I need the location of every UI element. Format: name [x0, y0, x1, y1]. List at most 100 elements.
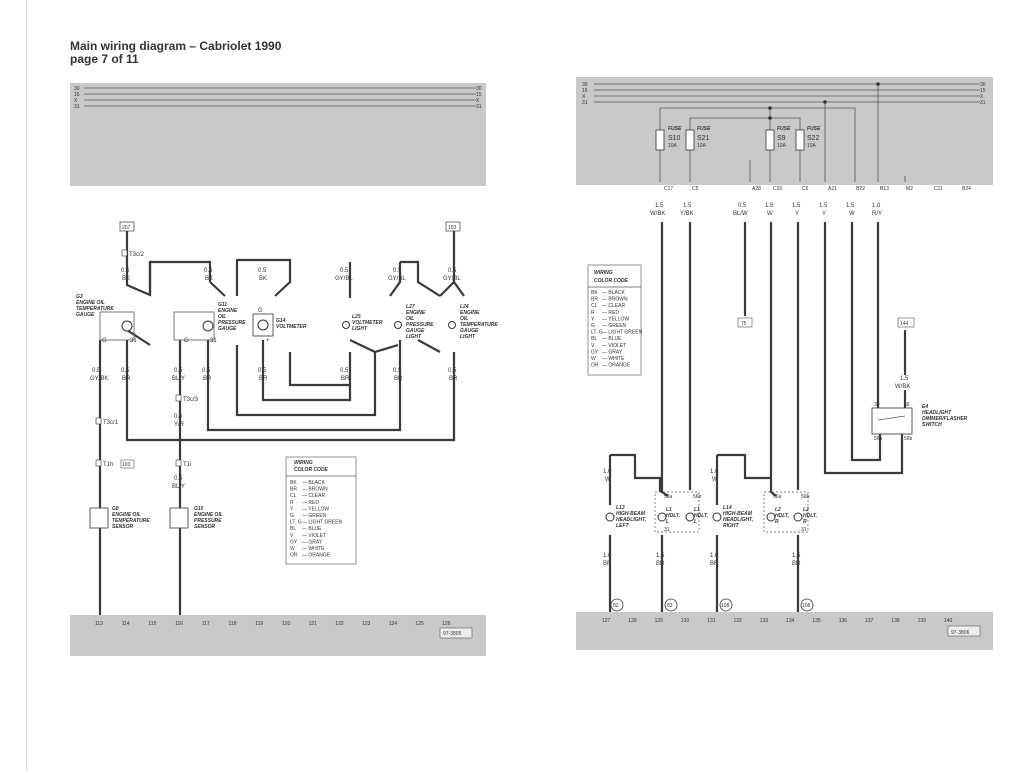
section-number: 121 [309, 621, 318, 627]
l2-label: L2 HDLT, R L2 HDLT, R [775, 507, 817, 525]
wire-color: W [767, 211, 773, 217]
color-code-name: — GRAY [302, 539, 323, 545]
color-code-name: — GRAY [602, 349, 623, 355]
bus-label: 30 [476, 86, 482, 92]
svg-text:HEADLIGHT: HEADLIGHT [922, 410, 952, 416]
wire-gauge: 0.5 [92, 368, 101, 374]
svg-text:S21: S21 [697, 135, 710, 142]
section-number: 118 [229, 621, 237, 627]
color-code-abbr: BL [591, 336, 597, 342]
svg-text:ENGINE: ENGINE [218, 308, 238, 314]
wire-color: BK [259, 276, 267, 282]
color-code-abbr: LT. G [290, 520, 302, 526]
connector-codes: C17 C5 A28 C16 C6 A21 B22 B13 M2 C11 B24 [664, 186, 971, 192]
svg-text:SENSOR: SENSOR [112, 524, 134, 530]
svg-text:C16: C16 [773, 186, 782, 192]
left-bottom-band [70, 615, 486, 656]
right-bus-band [576, 77, 993, 185]
svg-text:S9: S9 [777, 135, 786, 142]
section-number: 136 [839, 618, 848, 624]
wire-color: Y/R [174, 422, 185, 428]
g8-label: G8 ENGINE OIL TEMPERATURE SENSOR [112, 506, 150, 530]
svg-text:82: 82 [613, 603, 619, 609]
section-number: 117 [202, 621, 210, 627]
wire-gauge: 0.5 [258, 268, 267, 274]
color-code-abbr: R [591, 310, 595, 316]
pin-label: 56b [904, 436, 913, 442]
section-number: 119 [255, 621, 263, 627]
ref-box-103 [120, 459, 135, 469]
g10-label: G10 ENGINE OIL PRESSURE SENSOR [194, 506, 223, 530]
svg-text:SWITCH: SWITCH [922, 422, 942, 428]
section-number: 128 [628, 618, 637, 624]
wire-color: W/BK [650, 211, 665, 217]
wire-gauge: 1.5 [655, 203, 664, 209]
left-bus-lines [84, 87, 476, 107]
svg-text:HDLT,: HDLT, [694, 513, 708, 519]
color-code-name: — ORANGE [602, 363, 631, 369]
section-number: 137 [865, 618, 874, 624]
svg-text:HIGH-BEAM: HIGH-BEAM [616, 511, 646, 517]
color-code-name: — CLEAR [602, 303, 625, 309]
wire-gauge: 0.5 [202, 368, 211, 374]
g8-sensor-box [89, 507, 109, 529]
ground-ref-icon [719, 598, 733, 612]
connector-icon [175, 459, 182, 467]
svg-text:LIGHT: LIGHT [460, 334, 476, 340]
svg-text:B24: B24 [962, 186, 971, 192]
section-number: 133 [760, 618, 769, 624]
color-code-name: — BROWN [602, 297, 628, 303]
bus-label: 31 [74, 104, 80, 110]
fuse-icon [795, 129, 805, 151]
svg-text:ENGINE: ENGINE [406, 310, 426, 316]
pin-label: G [258, 308, 263, 314]
wire-color: BR [449, 376, 458, 382]
color-code-abbr: V [591, 343, 595, 349]
svg-text:FUSE: FUSE [807, 126, 821, 132]
ground-ref-icon [664, 598, 678, 612]
pin-label: 56b [801, 494, 810, 500]
bus-label: 31 [476, 104, 482, 110]
wire-color: Y [795, 211, 799, 217]
bus-label: 30 [980, 82, 986, 88]
svg-text:C6: C6 [802, 186, 809, 192]
wire-color: BK [205, 276, 213, 282]
pin-label: 56a [664, 494, 673, 500]
section-number: 114 [122, 621, 130, 627]
color-code-name: — BLACK [602, 290, 625, 296]
figure-id: 97-3806 [951, 630, 970, 636]
e4-switch-box [871, 407, 913, 435]
ref-label: 144 [900, 321, 909, 327]
svg-text:HDLT,: HDLT, [803, 513, 817, 519]
svg-text:L1: L1 [666, 507, 672, 513]
color-code-name: — LIGHT GREEN [602, 330, 643, 336]
svg-text:E4: E4 [922, 404, 928, 410]
svg-text:B13: B13 [880, 186, 889, 192]
wire-gauge: 1.0 [872, 203, 881, 209]
bus-label: 31 [582, 100, 588, 106]
wire-gauge: 1.0 [710, 553, 719, 559]
color-code-name: — BROWN [302, 487, 328, 493]
color-code-name: — RED [602, 310, 619, 316]
svg-text:ENGINE OIL: ENGINE OIL [76, 300, 105, 306]
wire-color: W [712, 477, 718, 483]
svg-text:PRESSURE: PRESSURE [406, 322, 434, 328]
svg-text:L25: L25 [352, 314, 361, 320]
ref-label: 207 [122, 225, 131, 231]
color-code-name: — LIGHT GREEN [302, 520, 343, 526]
svg-text:RIGHT: RIGHT [723, 523, 740, 529]
wire-gauge: 1.5 [846, 203, 855, 209]
bus-label: X [476, 98, 480, 104]
voltmeter-icon [257, 319, 269, 331]
pin-label: 56a [874, 436, 883, 442]
lamp-icon [342, 321, 350, 329]
connector-label: T3c/2 [129, 252, 145, 258]
svg-text:S10: S10 [668, 135, 681, 142]
section-number: 131 [707, 618, 716, 624]
wire-color: BR [710, 561, 719, 567]
connector-icon [121, 249, 128, 257]
wire-gauge: 0.5 [121, 368, 130, 374]
wire-gauge: 0.5 [258, 368, 267, 374]
g11-gauge-box [173, 311, 215, 341]
junction-dot [823, 100, 827, 104]
